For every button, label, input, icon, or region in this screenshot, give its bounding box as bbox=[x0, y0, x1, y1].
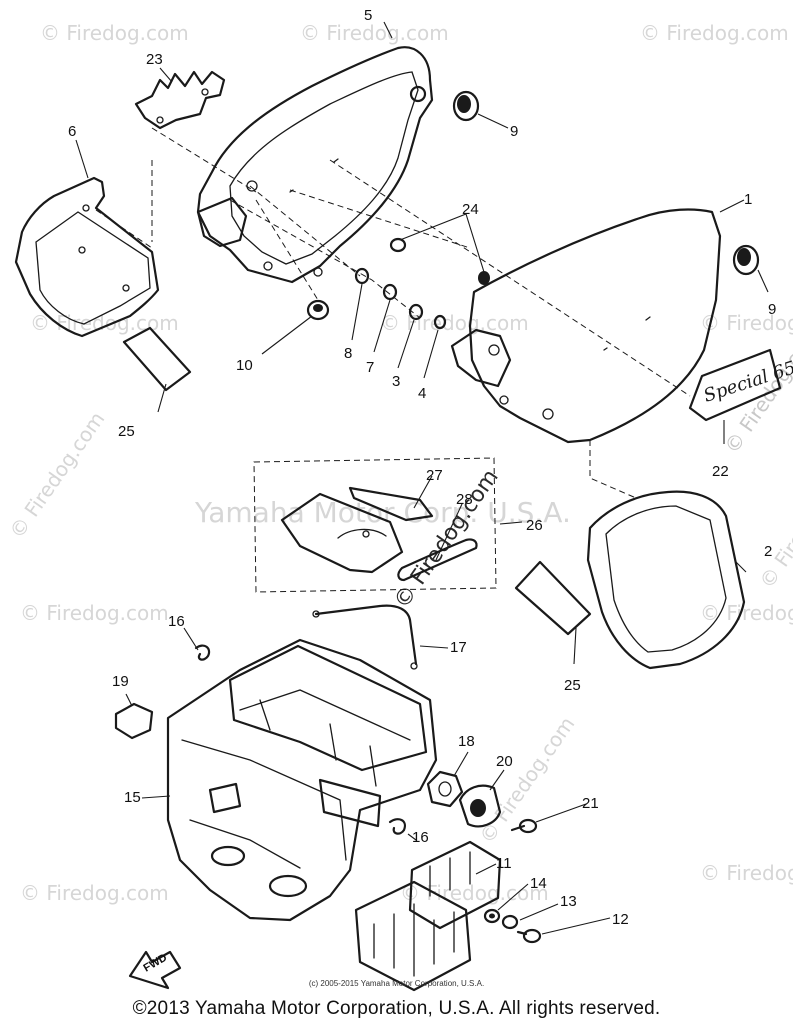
label-23: 23 bbox=[146, 51, 163, 68]
label-24: 24 bbox=[462, 201, 479, 218]
part-8-collar bbox=[354, 267, 370, 285]
label-15: 15 bbox=[124, 789, 141, 806]
kit-box-26 bbox=[253, 457, 497, 593]
part-14-washer bbox=[483, 908, 501, 924]
part-25-left-pad bbox=[122, 326, 192, 392]
part-21-screw bbox=[510, 818, 538, 834]
part-16-clip-upper bbox=[194, 644, 211, 661]
label-6: 6 bbox=[68, 123, 76, 140]
watermark-firedog-tc: © Firedog.com bbox=[300, 21, 449, 45]
watermark-firedog-r2: © Firedog.com bbox=[700, 601, 793, 625]
part-5-left-side-cover bbox=[196, 46, 434, 284]
watermark-firedog-mr: © Firedog.com bbox=[700, 311, 793, 335]
part-2-right-inner-cover bbox=[586, 490, 746, 670]
label-25-right: 25 bbox=[564, 677, 581, 694]
part-4-washer bbox=[433, 314, 447, 330]
part-1-right-side-cover bbox=[450, 208, 722, 444]
watermark-firedog-br: © Firedog.com bbox=[700, 861, 793, 885]
watermark-firedog-tl: © Firedog.com bbox=[40, 21, 189, 45]
watermark-firedog-rot-c: © Firedog.com bbox=[474, 712, 579, 848]
part-13-washer bbox=[501, 914, 519, 930]
label-17: 17 bbox=[450, 639, 467, 656]
label-16-upper: 16 bbox=[168, 613, 185, 630]
label-11: 11 bbox=[496, 855, 512, 872]
footer-copyright: ©2013 Yamaha Motor Corporation, U.S.A. A… bbox=[132, 998, 661, 1019]
part-9-grommet-upper bbox=[452, 90, 480, 122]
label-3: 3 bbox=[392, 373, 400, 390]
label-9-upper: 9 bbox=[510, 123, 518, 140]
label-10: 10 bbox=[236, 357, 253, 374]
label-2: 2 bbox=[764, 543, 772, 560]
watermark-yamaha: Yamaha Motor Corp. U.S.A. bbox=[194, 496, 571, 529]
watermark-firedog-rot-r: © Firedog.com bbox=[754, 457, 793, 593]
label-7: 7 bbox=[366, 359, 374, 376]
label-4: 4 bbox=[418, 385, 426, 402]
label-28: 28 bbox=[456, 491, 473, 508]
label-18: 18 bbox=[458, 733, 475, 750]
fwd-label: FWD bbox=[142, 952, 170, 975]
label-26: 26 bbox=[526, 517, 543, 534]
watermark-firedog-l2: © Firedog.com bbox=[20, 601, 169, 625]
watermark-firedog-mc: © Firedog.com bbox=[380, 311, 529, 335]
label-25-left: 25 bbox=[118, 423, 135, 440]
part-25-right-pad bbox=[514, 560, 592, 636]
label-12: 12 bbox=[612, 911, 629, 928]
label-16-lower: 16 bbox=[412, 829, 429, 846]
label-27: 27 bbox=[426, 467, 443, 484]
footer-small-copyright: (c) 2005-2015 Yamaha Motor Corporation, … bbox=[308, 979, 485, 988]
part-20-damper bbox=[458, 784, 502, 828]
part-24-collar-b bbox=[478, 271, 490, 285]
label-5: 5 bbox=[364, 7, 372, 24]
label-22: 22 bbox=[712, 463, 729, 480]
watermark-firedog-tr: © Firedog.com bbox=[640, 21, 789, 45]
part-18-damper bbox=[426, 770, 464, 808]
label-20: 20 bbox=[496, 753, 513, 770]
label-1: 1 bbox=[744, 191, 752, 208]
watermark-firedog-bc: © Firedog.com bbox=[400, 881, 549, 905]
label-8: 8 bbox=[344, 345, 352, 362]
label-13: 13 bbox=[560, 893, 577, 910]
part-23-bracket bbox=[134, 70, 226, 130]
label-21: 21 bbox=[582, 795, 599, 812]
part-6-inner-cover bbox=[14, 176, 160, 338]
part-19-rubber bbox=[114, 702, 154, 740]
part-11-junction-block bbox=[354, 840, 502, 992]
part-17-battery-band bbox=[312, 604, 418, 670]
watermark-firedog-overlay: © Firedog.com bbox=[389, 465, 503, 613]
part-9-grommet-right bbox=[732, 244, 760, 276]
part-12-screw bbox=[516, 928, 542, 944]
label-14: 14 bbox=[530, 875, 547, 892]
watermark-firedog-ml: © Firedog.com bbox=[30, 311, 179, 335]
part-7-washer bbox=[382, 283, 398, 301]
part-24-collar-a bbox=[389, 237, 407, 253]
part-10-grommet bbox=[306, 299, 330, 321]
part-15-battery-box bbox=[166, 638, 438, 922]
part-16-clip-lower bbox=[388, 818, 406, 835]
label-9-right: 9 bbox=[768, 301, 776, 318]
label-19: 19 bbox=[112, 673, 129, 690]
watermark-firedog-rot-l: © Firedog.com bbox=[4, 407, 109, 543]
part-3-collar bbox=[408, 303, 424, 321]
watermark-firedog-bl: © Firedog.com bbox=[20, 881, 169, 905]
part-number-labels: 5 23 6 9 24 1 9 10 8 7 3 4 25 22 27 28 2… bbox=[68, 7, 776, 928]
leader-lines bbox=[75, 21, 769, 935]
